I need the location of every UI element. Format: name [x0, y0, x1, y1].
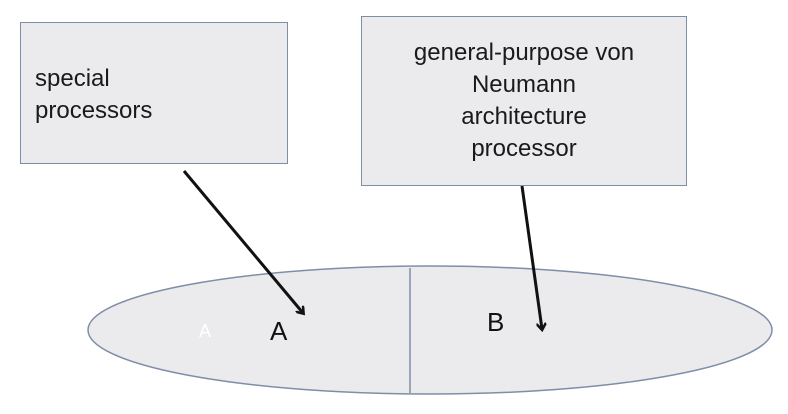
box-line: special: [35, 65, 110, 92]
label-a: A: [270, 316, 288, 346]
box-line: architecture: [461, 103, 587, 130]
box-line: processors: [35, 97, 153, 124]
box-line: Neumann: [471, 71, 577, 98]
general-purpose-processor-box: general-purpose von Neumann architecture…: [361, 16, 687, 186]
arrow-to-b: [520, 185, 542, 329]
label-b: B: [487, 307, 505, 337]
ellipse: [87, 265, 773, 395]
ghost-label-a: A: [199, 321, 212, 341]
arrow-to-a: [182, 170, 303, 313]
special-processors-box: special processors: [20, 22, 288, 164]
box-line: processor: [471, 135, 577, 162]
box-line: general-purpose von: [413, 39, 635, 66]
